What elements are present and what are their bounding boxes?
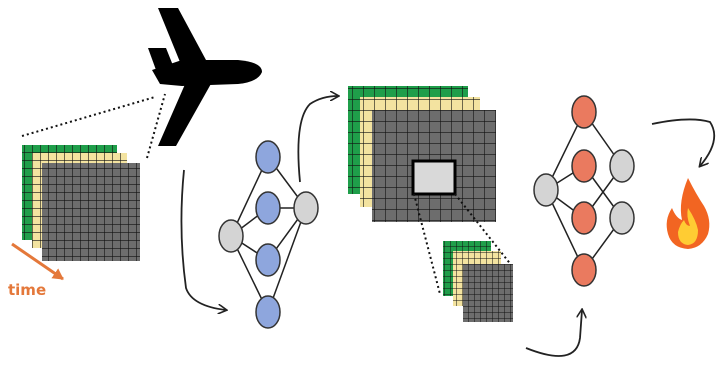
arrow-to-network-1 xyxy=(180,169,226,310)
hidden-node xyxy=(571,95,597,129)
dotted-link xyxy=(454,193,513,267)
cropped-region-stack xyxy=(443,241,513,322)
arrow-to-feature-stack xyxy=(297,96,338,183)
dotted-link xyxy=(21,96,156,137)
hidden-node xyxy=(255,140,281,174)
hidden-node xyxy=(255,191,281,225)
hidden-node xyxy=(255,295,281,329)
network-2 xyxy=(533,95,635,287)
airplane-icon xyxy=(148,8,262,146)
dotted-link xyxy=(413,193,441,295)
fire-icon xyxy=(666,178,710,249)
region-box xyxy=(411,159,457,196)
time-arrow xyxy=(11,242,64,281)
output-node xyxy=(609,201,635,235)
time-label: time xyxy=(8,281,47,299)
input-node xyxy=(218,219,244,253)
feature-map-stack xyxy=(348,86,496,222)
hidden-node xyxy=(255,243,281,277)
dotted-link xyxy=(146,93,166,159)
arrow-to-network-2 xyxy=(525,310,582,357)
hidden-node xyxy=(571,201,597,235)
input-frame-stack xyxy=(22,145,140,261)
network-1 xyxy=(218,140,319,329)
hidden-node xyxy=(571,253,597,287)
arrow-to-fire xyxy=(651,118,716,166)
input-node xyxy=(533,173,559,207)
output-node xyxy=(293,191,319,225)
output-node xyxy=(609,149,635,183)
hidden-node xyxy=(571,149,597,183)
